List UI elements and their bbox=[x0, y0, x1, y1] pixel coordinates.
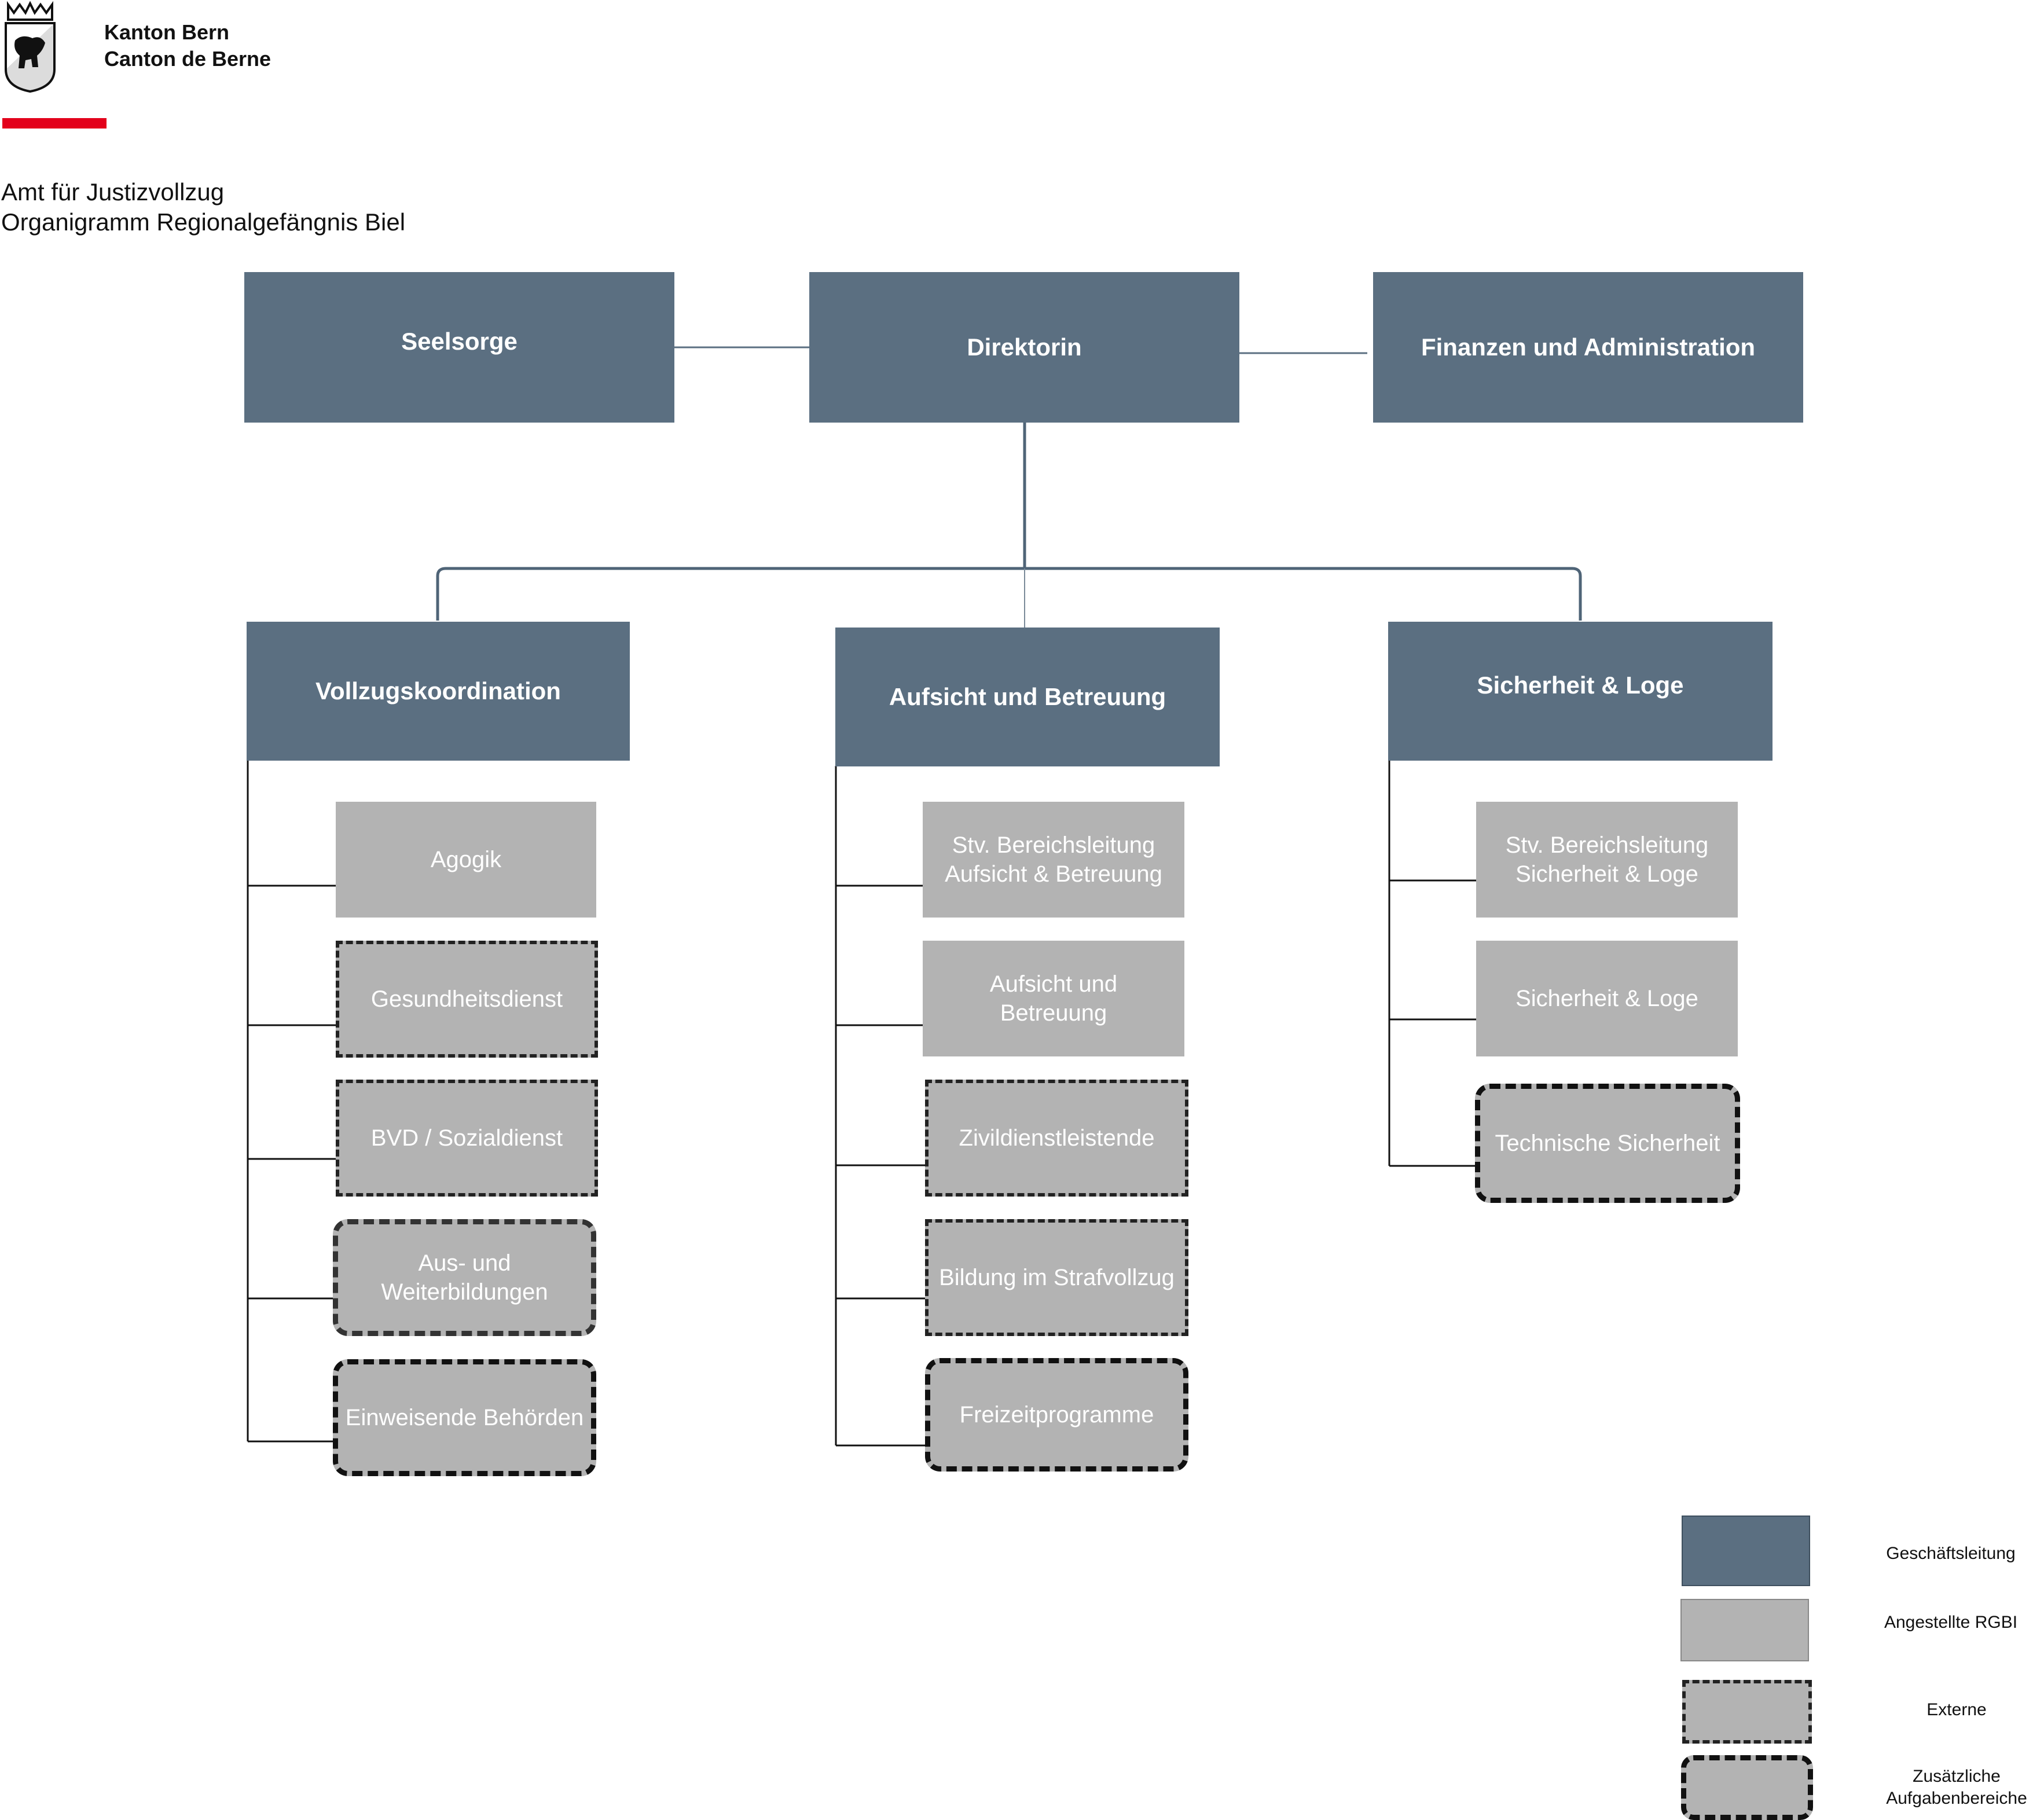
node-direktorin[interactable]: Direktorin bbox=[809, 272, 1239, 423]
node-label: Aus- und Weiterbildungen bbox=[381, 1250, 548, 1305]
legend-swatch-management bbox=[1682, 1516, 1810, 1586]
legend-swatch-additional bbox=[1681, 1755, 1813, 1820]
brand-line-2: Canton de Berne bbox=[104, 47, 271, 71]
legend-swatch-external bbox=[1682, 1680, 1812, 1744]
legend-swatch-employees bbox=[1680, 1599, 1809, 1661]
node-aufsicht-betreuung[interactable]: Aufsicht und Betreuung bbox=[835, 628, 1220, 766]
node-label: Seelsorge bbox=[401, 328, 518, 355]
legend-label-management: Geschäftsleitung bbox=[1886, 1544, 2016, 1563]
node-label: Bildung im Strafvollzug bbox=[939, 1265, 1175, 1290]
node-label: Sicherheit & Loge bbox=[1515, 986, 1698, 1011]
node-label: Einweisende Behörden bbox=[345, 1405, 584, 1430]
node-label: Technische Sicherheit bbox=[1495, 1131, 1720, 1156]
node-aufsicht-und-betreuung[interactable]: Aufsicht und Betreuung bbox=[923, 941, 1184, 1056]
node-bvd-sozialdienst[interactable]: BVD / Sozialdienst bbox=[336, 1080, 598, 1197]
node-sicherheit-loge[interactable]: Sicherheit & Loge bbox=[1388, 622, 1773, 761]
node-label: Aufsicht und Betreuung bbox=[889, 683, 1166, 710]
page-title: Organigramm Regionalgefängnis Biel bbox=[1, 208, 406, 236]
node-label: Direktorin bbox=[967, 333, 1082, 361]
brand-line-1: Kanton Bern bbox=[104, 20, 229, 44]
department-name: Amt für Justizvollzug bbox=[1, 178, 225, 206]
node-label: Stv. Bereichsleitung Aufsicht & Betreuun… bbox=[945, 832, 1162, 887]
node-label: Stv. Bereichsleitung Sicherheit & Loge bbox=[1505, 832, 1709, 887]
node-stv-bereichsleitung-sicherheit[interactable]: Stv. Bereichsleitung Sicherheit & Loge bbox=[1476, 802, 1738, 918]
node-einweisende-behoerden[interactable]: Einweisende Behörden bbox=[333, 1359, 596, 1476]
node-label: Sicherheit & Loge bbox=[1477, 672, 1684, 699]
node-label: Gesundheitsdienst bbox=[370, 986, 563, 1012]
node-aus-weiterbildungen[interactable]: Aus- und Weiterbildungen bbox=[333, 1219, 596, 1336]
node-label: Zivildienstleistende bbox=[959, 1125, 1155, 1151]
node-label: BVD / Sozialdienst bbox=[370, 1125, 563, 1151]
coat-of-arms-logo bbox=[2, 0, 58, 94]
node-vollzugskoordination[interactable]: Vollzugskoordination bbox=[247, 622, 630, 761]
node-freizeitprogramme[interactable]: Freizeitprogramme bbox=[925, 1358, 1188, 1472]
node-stv-bereichsleitung-aufsicht[interactable]: Stv. Bereichsleitung Aufsicht & Betreuun… bbox=[923, 802, 1184, 918]
node-label: Agogik bbox=[430, 847, 502, 872]
node-agogik[interactable]: Agogik bbox=[336, 802, 596, 918]
node-label: Vollzugskoordination bbox=[315, 677, 561, 704]
node-finanzen-administration[interactable]: Finanzen und Administration bbox=[1373, 272, 1803, 423]
node-technische-sicherheit[interactable]: Technische Sicherheit bbox=[1475, 1084, 1740, 1203]
legend-label-external: Externe bbox=[1926, 1700, 1987, 1719]
node-sicherheit-und-loge[interactable]: Sicherheit & Loge bbox=[1476, 941, 1738, 1056]
node-label: Finanzen und Administration bbox=[1421, 333, 1756, 361]
brand-red-bar bbox=[2, 118, 107, 129]
node-label: Freizeitprogramme bbox=[959, 1402, 1154, 1428]
node-label: Aufsicht und Betreuung bbox=[989, 971, 1118, 1026]
node-zivildienstleistende[interactable]: Zivildienstleistende bbox=[925, 1080, 1188, 1197]
node-seelsorge[interactable]: Seelsorge bbox=[244, 272, 674, 423]
legend-label-additional: Zusätzliche Aufgabenbereiche bbox=[1886, 1767, 2027, 1808]
legend-label-employees: Angestellte RGBI bbox=[1884, 1613, 2018, 1632]
node-gesundheitsdienst[interactable]: Gesundheitsdienst bbox=[336, 941, 598, 1058]
node-bildung-im-strafvollzug[interactable]: Bildung im Strafvollzug bbox=[925, 1219, 1188, 1336]
